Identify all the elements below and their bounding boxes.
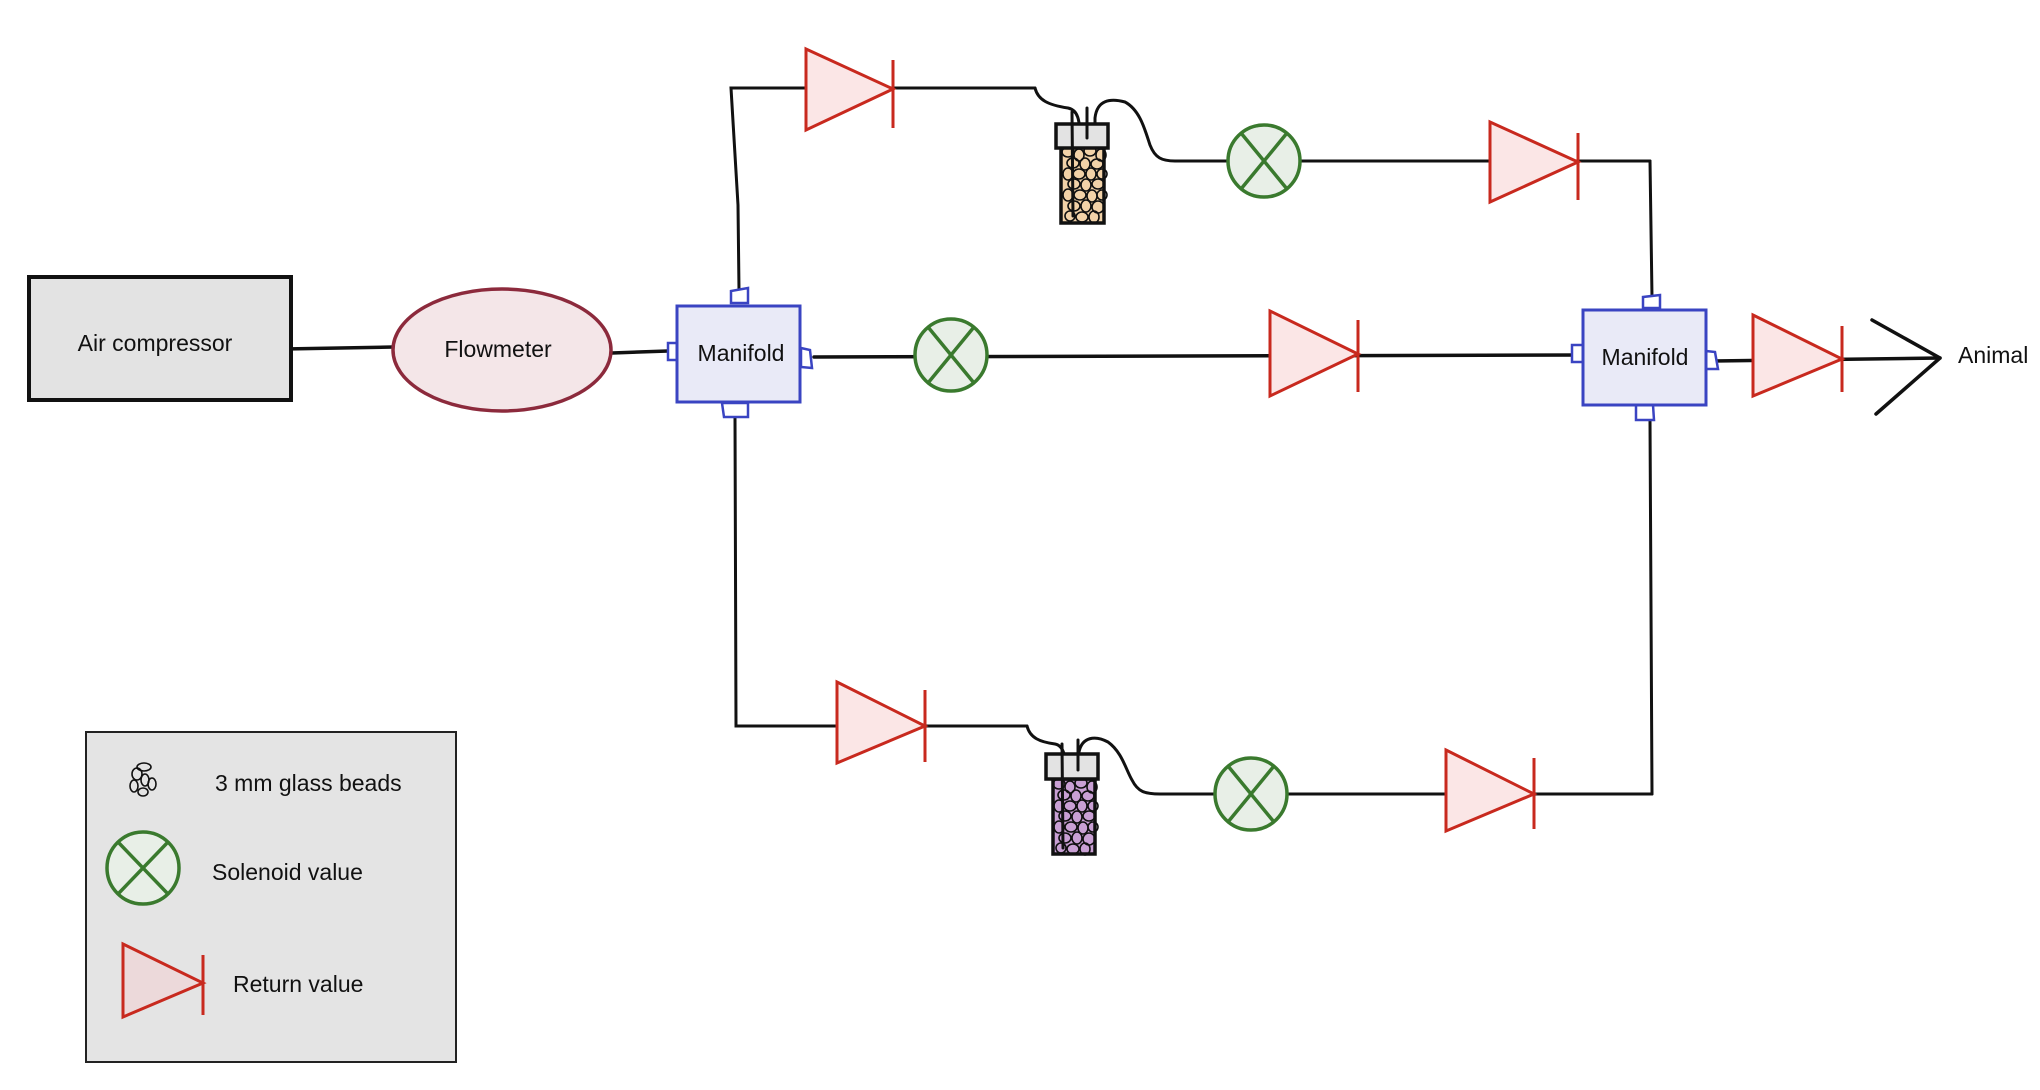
pipe-bottom-branch-left [733,415,1029,728]
manifold-left-port-top [729,286,750,305]
vial-cap [1054,122,1110,150]
pipe-top-branch-right [1648,159,1654,299]
vial-inlet-tube [1060,742,1065,850]
return-valve-top-1[interactable] [804,46,897,133]
solenoid-valve-bottom[interactable] [1213,756,1289,832]
pipe-bottom-branch-right [1648,418,1654,796]
air-compressor-label: Air compressor [78,330,233,356]
output-arrow-icon [1870,318,1942,416]
return-valve-top-2[interactable] [1488,119,1582,205]
return-valve-icon [121,941,207,1020]
manifold-right-port-left [1570,343,1585,364]
manifold-right-port-right [1704,349,1720,371]
return-valve-icon[interactable] [835,679,929,766]
return-valve-icon[interactable] [1268,308,1362,399]
solenoid-valve-middle[interactable] [913,317,989,393]
pipe-bottom-vial-outlet [1077,736,1654,796]
return-valve-icon[interactable] [1488,119,1582,205]
flowmeter-label: Flowmeter [444,336,552,362]
manifold-left-box[interactable] [675,304,802,404]
pipe-compressor-flowmeter [282,345,395,351]
pipes [282,86,1942,847]
flowmeter[interactable]: Flowmeter [391,287,613,413]
legend-item-glass-beads: 3 mm glass beads [129,762,402,797]
glass-bead-vial-bottom[interactable] [1044,738,1100,856]
legend-item-return: Return value [121,941,363,1020]
solenoid-valve-top[interactable] [1226,123,1302,199]
solenoid-x-line [116,840,170,896]
solenoid-x-line [1239,131,1289,191]
return-valve-icon[interactable] [1444,747,1538,834]
return-valve-output[interactable] [1751,312,1846,399]
return-valve-bottom-2[interactable] [1444,747,1538,834]
glass-beads-icon [129,762,157,797]
air-compressor[interactable]: Air compressor [27,275,293,402]
return-valve-icon[interactable] [1751,312,1846,399]
return-valve-middle[interactable] [1268,308,1362,399]
solenoid-x-line [1226,764,1276,824]
manifold-right-label: Manifold [1602,344,1689,370]
manifold-left[interactable]: Manifold [666,286,814,419]
pipe-flowmeter-manifold [610,349,670,355]
legend-label: Solenoid value [212,859,363,885]
manifold-left-label: Manifold [698,340,785,366]
vial-inlet-tube [1070,110,1075,218]
manifold-left-port-right [799,346,814,370]
pipe-top-vial-outlet [1093,98,1652,163]
manifold-right-port-top [1641,293,1662,310]
manifold-right[interactable]: Manifold [1570,293,1720,422]
legend-label: 3 mm glass beads [215,770,402,796]
manifold-right-port-bottom [1634,403,1656,422]
pipe-top-branch-left [729,86,1037,292]
manifold-left-port-bottom [720,401,750,419]
animal-label: Animal [1958,342,2028,368]
return-valve-icon[interactable] [804,46,897,133]
vial-cap [1044,752,1100,781]
air-compressor-box[interactable] [27,275,293,402]
glass-bead-vial-top[interactable] [1054,106,1110,225]
legend: 3 mm glass beads Solenoid value Return v… [85,731,457,1063]
flowmeter-ellipse[interactable] [391,287,613,413]
legend-label: Return value [233,971,363,997]
return-valve-bottom-1[interactable] [835,679,929,766]
legend-item-solenoid: Solenoid value [105,830,363,906]
manifold-right-box[interactable] [1581,308,1708,407]
solenoid-x-line [926,325,976,385]
